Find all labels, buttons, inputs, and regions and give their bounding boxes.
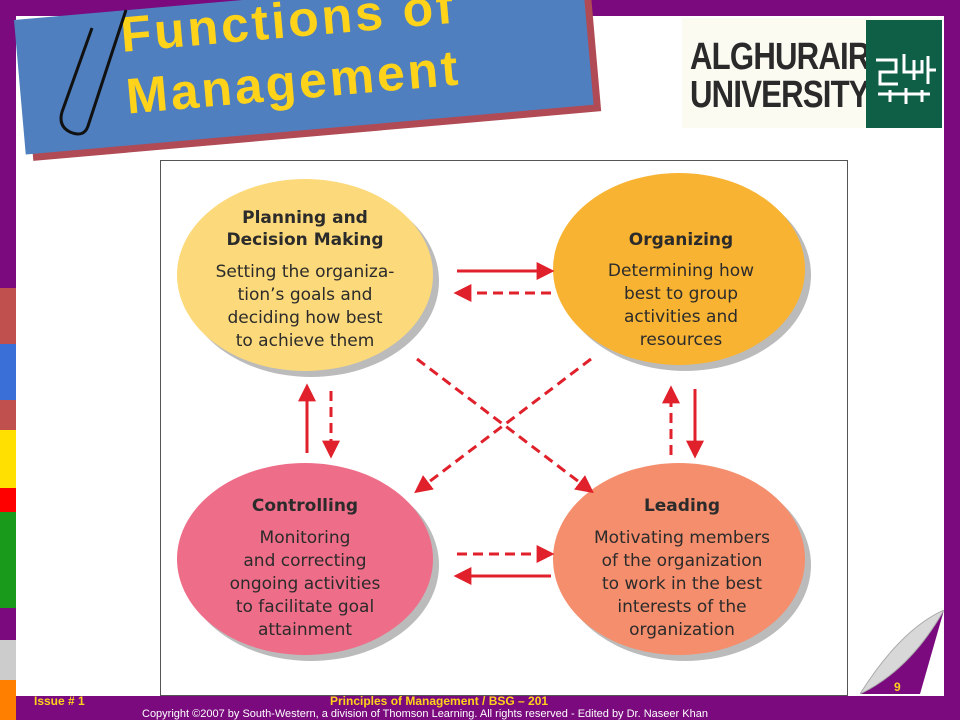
arrow-organizing-to-controlling-dashed: [414, 357, 592, 494]
university-logo: ALGHURAIR UNIVERSITY: [682, 18, 942, 128]
side-stripe-rose: [0, 400, 16, 430]
organizing-node: [553, 173, 805, 365]
page-curl-decoration: [860, 610, 944, 694]
logo-line2: UNIVERSITY: [690, 74, 870, 116]
planning-node: [177, 179, 433, 371]
organizing-desc-line: Determining how: [607, 261, 755, 281]
side-stripe-orange: [0, 680, 16, 720]
planning-desc-line: Setting the organiza-: [215, 262, 395, 282]
planning-desc-line: to achieve them: [235, 331, 375, 351]
leading-title: Leading: [643, 496, 721, 516]
alghurair-calligraphy-mark-icon: [866, 20, 942, 128]
controlling-title: Controlling: [251, 496, 359, 516]
leading-desc-line: Motivating members: [594, 528, 770, 548]
logo-wordmark: ALGHURAIR UNIVERSITY: [690, 38, 870, 114]
footer-course: Principles of Management / BSG – 201: [330, 694, 549, 708]
controlling-desc-line: to facilitate goal: [235, 597, 375, 617]
organizing-desc-line: activities and: [623, 307, 739, 327]
leading-node: [553, 463, 805, 655]
side-stripe-grey: [0, 640, 16, 680]
controlling-node: [177, 463, 433, 655]
planning-desc-line: deciding how best: [227, 308, 383, 328]
controlling-desc-line: and correcting: [243, 551, 367, 571]
organizing-title: Organizing: [628, 230, 734, 250]
organizing-desc-line: resources: [639, 330, 723, 350]
leading-desc-line: interests of the: [617, 597, 747, 617]
footer-copyright: Copyright ©2007 by South-Western, a divi…: [142, 708, 708, 720]
logo-line1: ALGHURAIR: [690, 36, 870, 78]
paperclip-icon: [59, 9, 128, 136]
footer-page-number: 9: [894, 680, 901, 694]
planning-desc-line: tion’s goals and: [237, 285, 373, 305]
arrow-planning-to-leading-dashed: [416, 357, 594, 494]
footer-issue: Issue # 1: [34, 694, 85, 708]
leading-desc-line: of the organization: [601, 551, 763, 571]
leading-desc-line: organization: [629, 620, 735, 640]
planning-title-line2: Decision Making: [226, 230, 384, 250]
controlling-desc-line: attainment: [257, 620, 353, 640]
side-stripe-red: [0, 288, 16, 344]
controlling-desc-line: ongoing activities: [229, 574, 381, 594]
side-stripe-blue: [0, 344, 16, 400]
planning-title-line1: Planning and: [242, 208, 368, 228]
leading-desc-line: to work in the best: [602, 574, 762, 594]
side-stripe-red2: [0, 488, 16, 512]
side-stripe-green: [0, 512, 16, 608]
controlling-desc-line: Monitoring: [259, 528, 351, 548]
management-functions-diagram: Planning and Decision Making Setting the…: [160, 160, 848, 696]
side-stripe-yellow: [0, 430, 16, 488]
diagram-graphics: [177, 173, 811, 661]
organizing-desc-line: best to group: [623, 284, 739, 304]
